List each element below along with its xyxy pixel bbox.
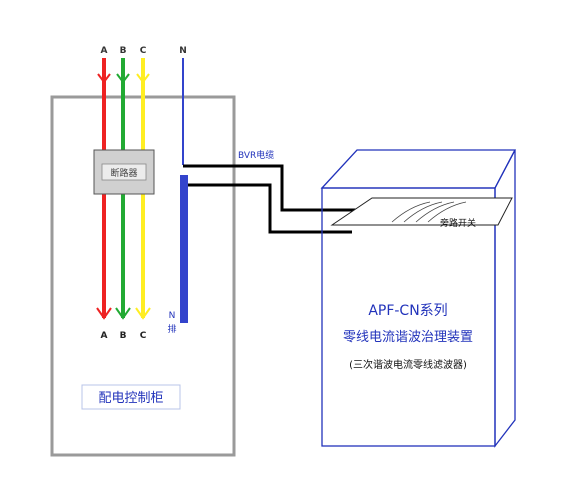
bvr-cable-upper <box>183 164 372 212</box>
bvr-cable-lower <box>188 183 352 234</box>
phase-c-bottom-arrow <box>135 307 151 320</box>
bypass-switch-body <box>330 197 513 226</box>
phase-a-top-arrow <box>97 73 111 84</box>
phase-c-top-arrow <box>136 73 150 84</box>
bvr-cable-label: BVR电缆 <box>238 149 274 161</box>
cabinet-label-box <box>81 384 181 410</box>
phase-b-bottom-arrow <box>115 307 131 320</box>
phase-c-bottom-label: C <box>140 331 147 341</box>
device-name: 零线电流谐波治理装置 <box>343 330 473 345</box>
phase-a-bottom-label: A <box>101 331 108 341</box>
phase-c-top-label: C <box>140 46 147 56</box>
breaker-label-box <box>101 163 147 181</box>
device-side-face <box>494 149 516 448</box>
bypass-switch: 旁路开关 <box>330 197 513 229</box>
bypass-switch-contacts <box>391 201 467 223</box>
bypass-switch-label: 旁路开关 <box>440 217 476 229</box>
apf-device <box>320 149 517 448</box>
phase-a-bottom-arrow <box>96 307 112 320</box>
neutral-top-label: N <box>179 46 187 56</box>
neutral-bar-label-pai: 排 <box>167 323 176 335</box>
device-top-face <box>320 149 517 189</box>
phase-a-top-label: A <box>101 46 108 56</box>
neutral-bar <box>180 175 188 323</box>
phase-b-top-arrow <box>116 73 130 84</box>
device-model: APF-CN系列 <box>368 303 447 319</box>
neutral-bar-label-n: N <box>169 311 176 321</box>
cabinet-label: 配电控制柜 <box>98 391 163 406</box>
phase-b-top-label: B <box>120 46 127 56</box>
device-subtitle: (三次谐波电流零线滤波器) <box>349 358 467 371</box>
phase-b-bottom-label: B <box>120 331 127 341</box>
breaker-label: 断路器 <box>110 167 137 179</box>
